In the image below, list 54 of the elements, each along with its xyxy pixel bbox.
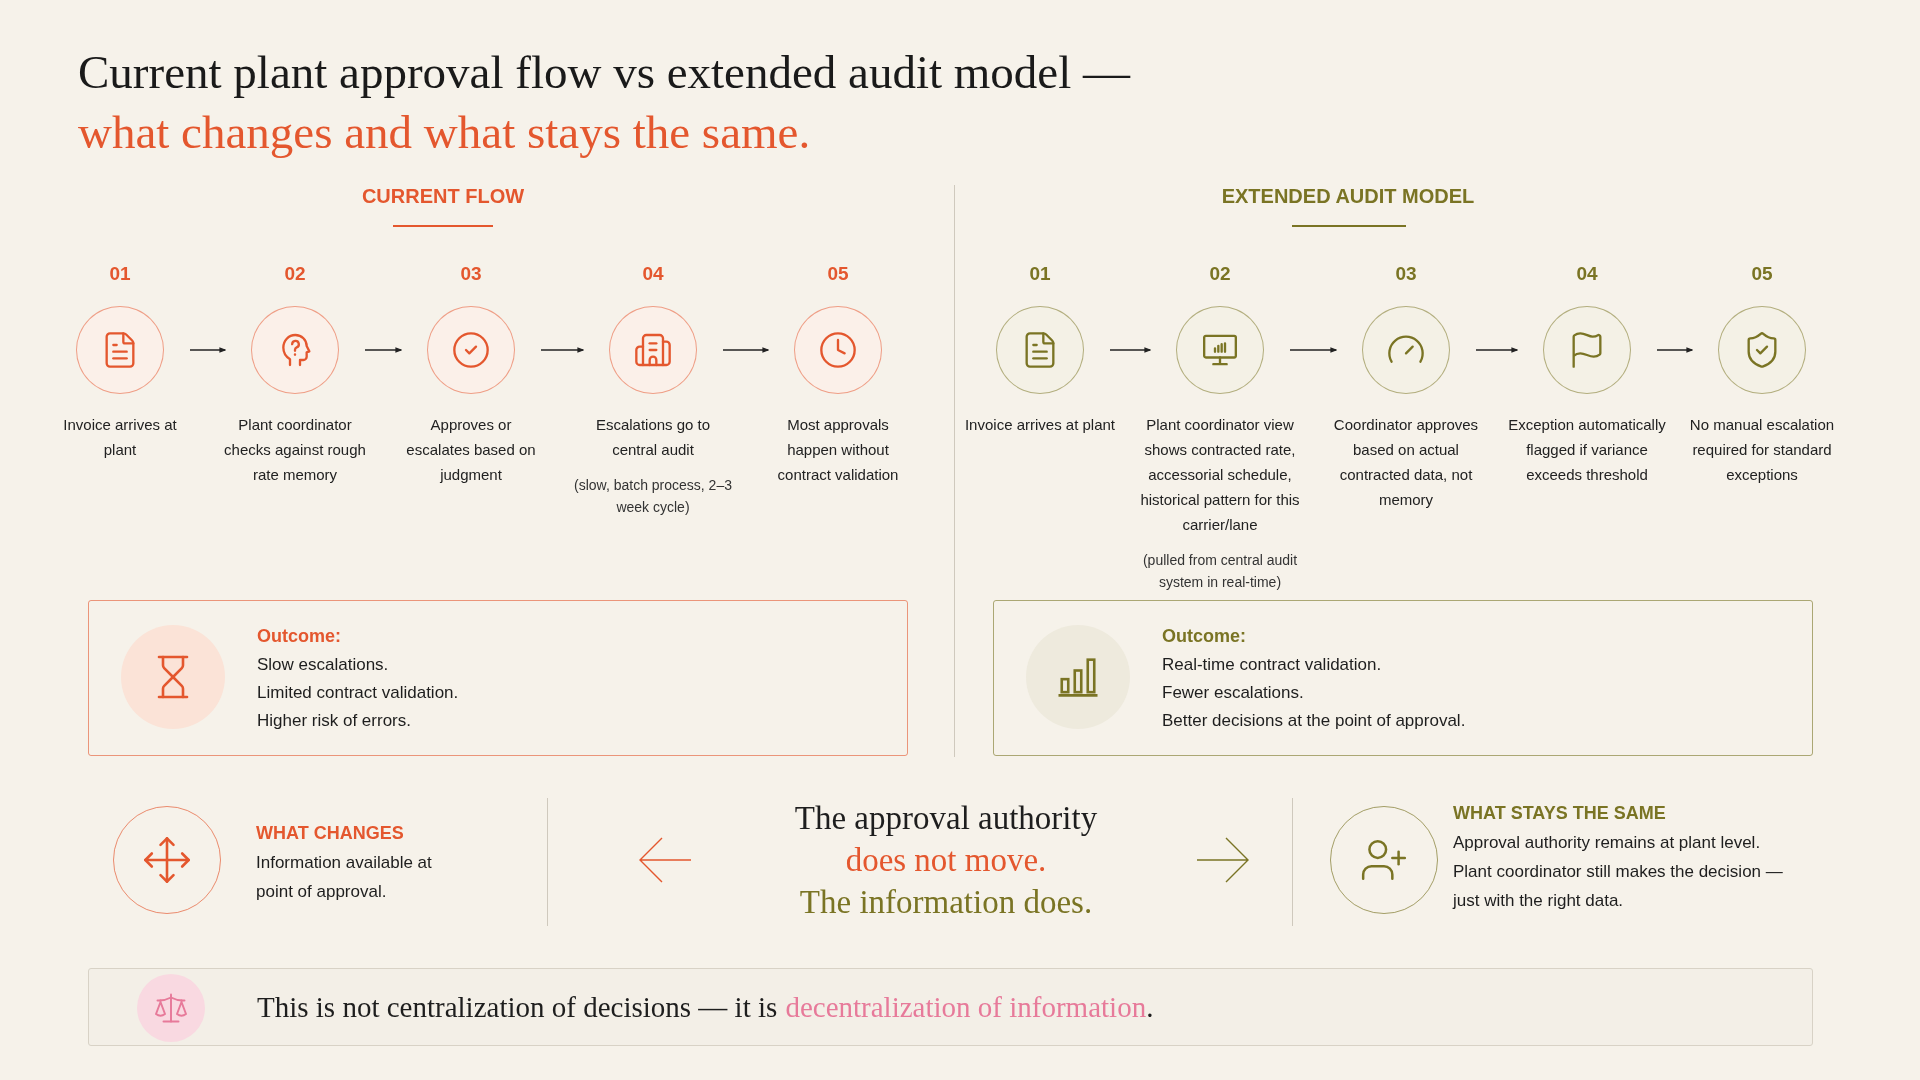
arrow: [540, 347, 585, 353]
section-text: Plant coordinator still makes the decision — just with the right data.: [1453, 861, 1783, 912]
section-text: Approval authority remains at plant level.: [1453, 832, 1762, 854]
step-description: Plant coordinator checks against rough rate memory: [224, 415, 366, 485]
arrow: [1475, 347, 1519, 353]
step-note: (pulled from central audit system in real-time): [1141, 551, 1299, 592]
step-number: 04: [641, 262, 665, 286]
step-number: 04: [1575, 262, 1599, 286]
arrow: [722, 347, 770, 353]
step-note: (slow, batch process, 2–3 week cycle): [573, 476, 733, 517]
outcome-panel: [88, 600, 908, 756]
summary-text: This is not centralization of decisions — it is decentralization of information.: [257, 990, 1154, 1025]
outcome-panel: [993, 600, 1813, 756]
step-description: Exception automatically flagged if variance exceeds threshold: [1507, 415, 1667, 485]
arrow: [189, 347, 227, 353]
title: Current plant approval flow vs extended audit model —: [78, 45, 1130, 100]
step-description: Plant coordinator view shows contracted rate, accessorial schedule, historical pattern for this carrier/lane: [1139, 415, 1301, 535]
step-description: Invoice arrives at plant: [62, 415, 178, 460]
section-heading: WHAT CHANGES: [256, 822, 405, 845]
outcome-line: Limited contract validation.: [257, 682, 459, 704]
statement-line: does not move.: [845, 841, 1047, 880]
statement-line: The approval authority: [794, 799, 1098, 838]
outcome-heading: Outcome:: [1162, 625, 1247, 648]
outcome-line: Real-time contract validation.: [1162, 654, 1383, 676]
step-description: No manual escalation required for standard exceptions: [1688, 415, 1836, 485]
outcome-line: Higher risk of errors.: [257, 710, 412, 732]
step-number: 03: [459, 262, 483, 286]
step-number: 02: [283, 262, 307, 286]
step-description: Coordinator approves based on actual contracted data, not memory: [1332, 415, 1480, 510]
section-heading: EXTENDED AUDIT MODEL: [1220, 184, 1476, 209]
step-description: Approves or escalates based on judgment: [405, 415, 537, 485]
step-number: 05: [826, 262, 850, 286]
step-description: Invoice arrives at plant: [963, 415, 1117, 435]
outcome-line: Better decisions at the point of approval.: [1162, 710, 1466, 732]
section-text: Information available at point of approval.: [256, 852, 433, 903]
step-number: 02: [1208, 262, 1232, 286]
arrow: [1109, 347, 1152, 353]
step-number: 05: [1750, 262, 1774, 286]
subtitle: what changes and what stays the same.: [78, 105, 812, 160]
step-number: 03: [1394, 262, 1418, 286]
arrow: [364, 347, 403, 353]
step-description: Most approvals happen without contract validation: [776, 415, 900, 485]
step-number: 01: [108, 262, 132, 286]
outcome-heading: Outcome:: [257, 625, 342, 648]
arrow: [1289, 347, 1338, 353]
outcome-line: Fewer escalations.: [1162, 682, 1305, 704]
outcome-line: Slow escalations.: [257, 654, 390, 676]
step-description: Escalations go to central audit: [594, 415, 712, 460]
step-number: 01: [1028, 262, 1052, 286]
arrow: [1656, 347, 1694, 353]
section-heading: CURRENT FLOW: [360, 184, 526, 209]
summary-banner: [88, 968, 1813, 1046]
statement-line: The information does.: [799, 883, 1093, 922]
section-heading: WHAT STAYS THE SAME: [1453, 802, 1667, 825]
